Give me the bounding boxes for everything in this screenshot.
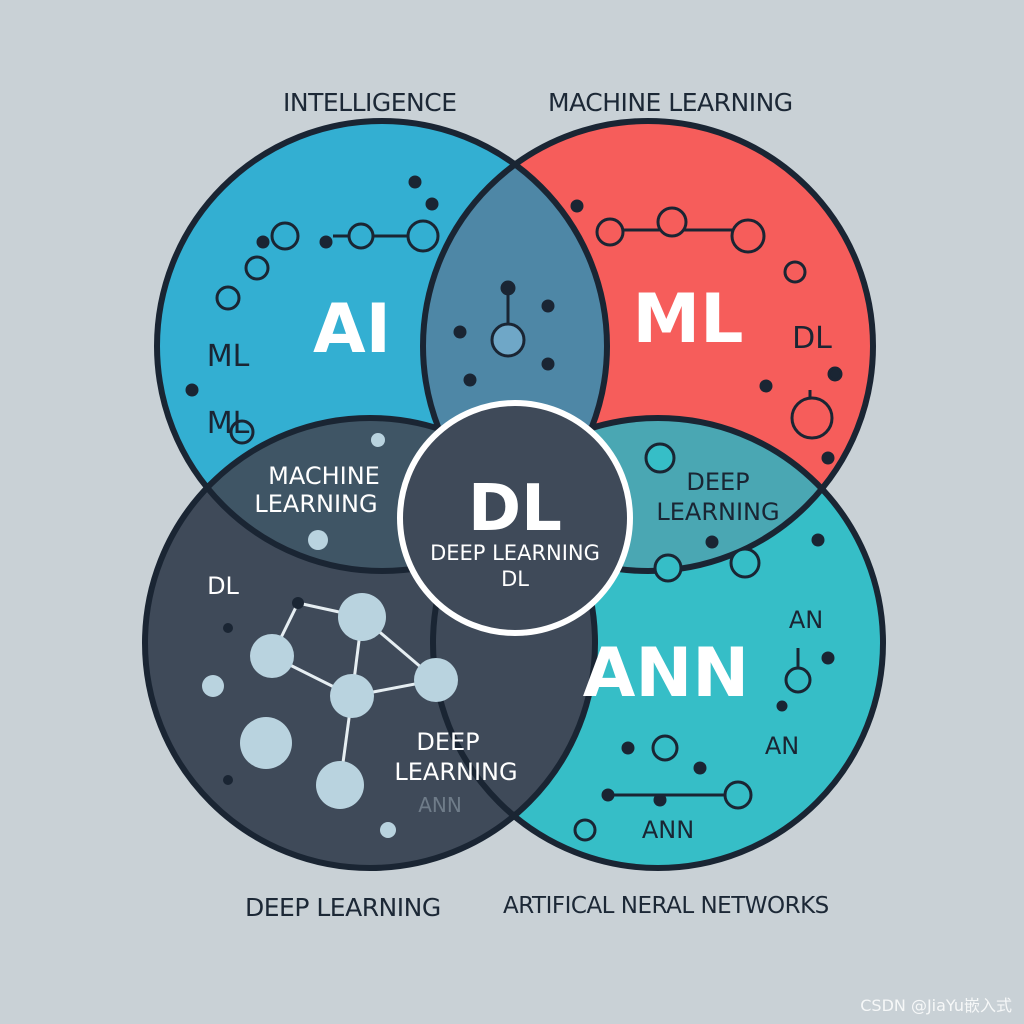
ai-label-ml-2: ML [207,406,250,441]
label-machine-learning: MACHINE LEARNING [548,88,793,117]
center-dl-title: DL [468,472,562,546]
ml-label-dl: DL [792,321,832,356]
ml-network-decoration [570,199,843,465]
ml-title: ML [633,280,744,359]
ai-circle-outline [154,118,610,574]
label-deep-learning: DEEP LEARNING [245,893,441,922]
dl-circle-outline [142,415,598,871]
ai-title: AI [313,290,391,369]
label-intelligence: INTELLIGENCE [283,88,457,117]
ann-label-ann: ANN [642,816,694,844]
center-dl-circle [397,400,633,636]
dl-label-dl: DL [207,572,239,600]
ai-network-decoration [185,175,440,445]
watermark: CSDN @JiaYu嵌入式 [860,996,1012,1015]
label-artificial-neural-networks: ARTIFICAL NERAL NETWORKS [503,893,829,919]
dl-label-deep: DEEP [416,728,479,756]
dl-network-decoration [202,433,458,838]
circle-outlines [142,118,886,871]
dl-label-learning-2: LEARNING [394,758,517,786]
dl-label-learning: LEARNING [254,490,377,518]
ann-circle-outline [430,415,886,871]
center-dl-label: DL [501,567,529,591]
ann-label-learning: LEARNING [656,498,779,526]
dl-label-machine: MACHINE [268,462,380,490]
center-deep-learning-label: DEEP LEARNING [430,541,600,565]
dl-label-ann: ANN [418,793,462,817]
overlap-network-decoration [453,280,555,387]
ann-network-decoration [573,442,835,842]
ann-label-an-1: AN [789,606,823,634]
ann-title: ANN [583,634,749,713]
ai-label-ml-1: ML [207,339,250,374]
ann-label-deep: DEEP [686,468,749,496]
ann-label-an-2: AN [765,732,799,760]
ml-circle-outline [420,118,876,574]
